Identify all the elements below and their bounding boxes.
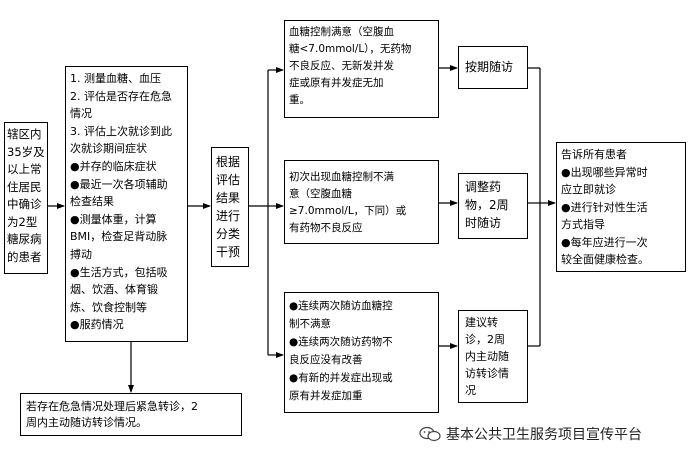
wechat-icon <box>419 426 441 442</box>
classify-line: 评估 <box>216 173 241 187</box>
inform-line: ●进行针对性生活 <box>561 200 648 214</box>
satisfied-condition-box: 血糖控制满意（空腹血 糖<7.0mmol/L），无药物 不良反应、无新发并发 症… <box>284 20 439 118</box>
assessment-line: 2. 评估是否存在危急 <box>70 89 172 103</box>
patients-line: 的患者 <box>7 249 42 264</box>
emergency-line: 周内主动随访转诊情况。 <box>26 416 147 429</box>
inform-line: ●每年应进行一次 <box>561 235 648 249</box>
referral-condition-line: 原有并发症加重 <box>289 390 363 402</box>
refer-line: 内主动随 <box>465 350 509 363</box>
refer-line: 诊，2周 <box>465 333 505 346</box>
referral-condition-line: ●连续两次随访血糖控 <box>289 300 393 312</box>
scheduled-followup-box: 按期随访 <box>458 46 528 89</box>
assessment-line: ●并存的临床症状 <box>70 159 157 173</box>
assessment-box: 1. 测量血糖、血压 2. 评估是否存在危急 情况 3. 评估上次就诊到此 次就… <box>65 66 188 342</box>
inform-line: 较全面健康检查。 <box>561 253 649 266</box>
patients-line: 糖尿病 <box>7 232 42 246</box>
inform-line: 告诉所有患者 <box>561 148 627 161</box>
satisfied-line: 血糖控制满意（空腹血 <box>289 26 394 38</box>
assessment-line: 检查结果 <box>70 195 114 209</box>
adjust-line: 时随访 <box>465 216 502 230</box>
patients-line: 为2型 <box>7 214 38 229</box>
assessment-line: 搏动 <box>70 247 92 261</box>
refer-line: 况 <box>465 384 476 397</box>
first-unsatisfied-line: 有药物不良反应 <box>289 222 363 234</box>
inform-line: 方式指导 <box>561 218 605 231</box>
assessment-line: BMI，检查足背动脉 <box>70 230 168 244</box>
first-unsatisfied-line: 初次出现血糖控制不满 <box>289 171 394 183</box>
inform-line: 应立即就诊 <box>561 183 616 196</box>
assessment-line: ●测量体重，计算 <box>70 212 157 226</box>
referral-condition-box: ●连续两次随访血糖控 制不满意 ●连续两次随访药物不 良反应没有改善 ●有新的并… <box>284 292 439 413</box>
refer-line: 访转诊情 <box>465 367 509 380</box>
adjust-line: 物，2周 <box>465 198 509 212</box>
first-unsatisfied-line: ≥7.0mmol/L，下同）或 <box>289 205 407 217</box>
classify-line: 进行 <box>216 209 241 223</box>
assessment-line: ●服药情况 <box>70 318 124 332</box>
emergency-line: 若存在危急情况处理后紧急转诊，2 <box>26 400 198 413</box>
assessment-line: 炼、饮食控制等 <box>70 300 147 314</box>
scheduled-followup-label: 按期随访 <box>465 60 514 74</box>
referral-condition-line: 良反应没有改善 <box>289 354 363 366</box>
classify-line: 结果 <box>216 191 241 205</box>
classify-line: 根据 <box>216 155 241 169</box>
satisfied-line: 不良反应、无新发并发 <box>289 60 394 72</box>
referral-condition-line: ●有新的并发症出现或 <box>289 372 393 384</box>
patients-box: 辖区内 35岁及 以上常 住居民 中确诊 为2型 糖尿病 的患者 <box>4 122 48 274</box>
first-unsatisfied-line: 意（空腹血糖 <box>289 188 352 200</box>
inform-line: ●出现哪些异常时 <box>561 165 648 179</box>
satisfied-line: 糖<7.0mmol/L），无药物 <box>289 43 412 55</box>
patients-line: 住居民 <box>7 179 42 194</box>
referral-condition-line: ●连续两次随访药物不 <box>289 336 393 348</box>
watermark: 基本公共卫生服务项目宣传平台 <box>418 424 642 444</box>
refer-line: 建议转 <box>465 316 498 329</box>
refer-box: 建议转 诊，2周 内主动随 访转诊情 况 <box>458 310 528 403</box>
assessment-line: ●生活方式，包括吸 <box>70 265 168 279</box>
classify-line: 干预 <box>216 245 241 259</box>
assessment-line: 1. 测量血糖、血压 <box>70 72 161 85</box>
patients-line: 中确诊 <box>7 197 42 211</box>
adjust-medication-box: 调整药 物，2周 时随访 <box>458 173 528 239</box>
assessment-line: 次就诊期间症状 <box>70 142 147 156</box>
assessment-line: 烟、饮酒、体育锻 <box>70 283 158 297</box>
assessment-line: 情况 <box>70 107 92 121</box>
assessment-line: ●最近一次各项辅助 <box>70 177 168 191</box>
classify-line: 分类 <box>216 227 241 241</box>
classify-box: 根据 评估 结果 进行 分类 干预 <box>211 147 249 267</box>
watermark-text: 基本公共卫生服务项目宣传平台 <box>446 427 642 443</box>
satisfied-line: 症或原有并发症无加 <box>289 77 384 89</box>
satisfied-line: 重。 <box>289 94 310 106</box>
adjust-line: 调整药 <box>465 180 502 194</box>
referral-condition-line: 制不满意 <box>289 318 331 330</box>
inform-patients-box: 告诉所有患者 ●出现哪些异常时 应立即就诊 ●进行针对性生活 方式指导 ●每年应… <box>556 142 686 272</box>
assessment-line: 3. 评估上次就诊到此 <box>70 124 172 138</box>
patients-line: 35岁及 <box>7 144 45 159</box>
first-unsatisfied-box: 初次出现血糖控制不满 意（空腹血糖 ≥7.0mmol/L，下同）或 有药物不良反… <box>284 160 439 244</box>
emergency-box: 若存在危急情况处理后紧急转诊，2 周内主动随访转诊情况。 <box>20 393 242 436</box>
patients-line: 以上常 <box>7 162 42 176</box>
patients-line: 辖区内 <box>7 127 42 141</box>
